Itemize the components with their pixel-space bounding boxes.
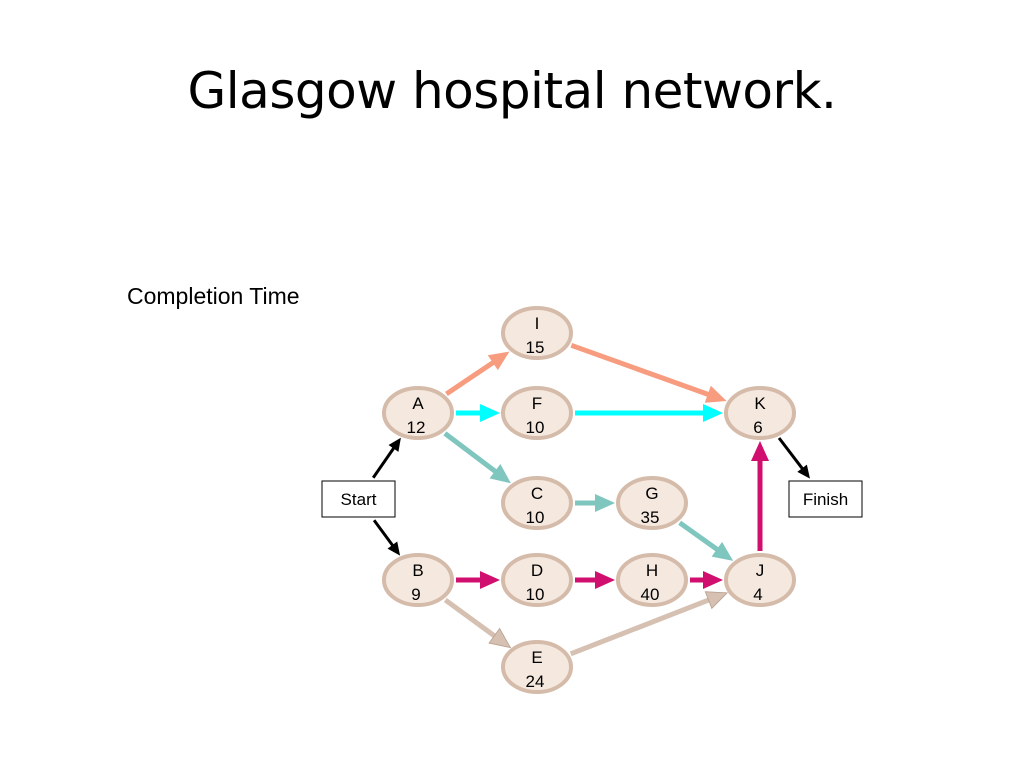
node-i-label: I [535,314,540,333]
node-i-duration: 15 [526,338,545,357]
node-j-label: J [756,561,765,580]
edge-a-to-c [443,431,511,484]
edge-b-to-d [456,571,500,589]
edge-start-to-b [372,519,401,556]
node-a-duration: 12 [407,418,426,437]
node-d-label: D [531,561,543,580]
node-i: I 15 [501,306,573,360]
edge-d-to-h [575,571,615,589]
node-j: J4 [724,553,796,607]
edge-f-to-k [575,404,723,422]
node-e-label: E [531,648,542,667]
finish-label: Finish [803,490,848,509]
node-a: A 12 [382,386,454,440]
node-g: G 35 [616,476,688,530]
edge-a-to-f [456,404,500,422]
node-e-duration: 24 [526,672,545,691]
edge-g-to-j [678,520,734,561]
node-e: E 24 [501,640,573,694]
edge-start-to-a [371,437,401,479]
node-d: D 10 [501,553,573,607]
node-b-label: B [412,561,423,580]
edge-a-to-i [445,351,510,396]
node-h: H 40 [616,553,688,607]
edges-layer [371,342,810,657]
completion-time-label: Completion Time [127,283,300,309]
start-box: Start [321,480,396,518]
edge-e-to-j [569,591,729,657]
node-f: F 10 [501,386,573,440]
start-label: Start [341,490,377,509]
node-g-duration: 35 [641,508,660,527]
node-g-label: G [645,484,658,503]
slide-title: Glasgow hospital network. [187,62,837,120]
node-k: K6 [724,386,796,440]
edge-j-to-k [751,441,769,551]
node-k-label: K [754,394,766,413]
node-c-label: C [531,484,543,503]
edge-c-to-g [575,494,615,512]
node-b: B9 [382,553,454,607]
node-b-duration: 9 [411,585,420,604]
node-f-label: F [532,394,542,413]
node-c: C 10 [501,476,573,530]
node-a-label: A [412,394,424,413]
finish-box: Finish [788,480,863,518]
node-f-duration: 10 [526,418,545,437]
edge-i-to-k [570,342,727,403]
node-d-duration: 10 [526,585,545,604]
edge-b-to-e [443,597,512,649]
node-k-duration: 6 [753,418,762,437]
node-j-duration: 4 [753,585,762,604]
edge-h-to-j [690,571,723,589]
node-h-label: H [646,561,658,580]
edge-k-to-finish [777,437,810,479]
node-h-duration: 40 [641,585,660,604]
node-c-duration: 10 [526,508,545,527]
